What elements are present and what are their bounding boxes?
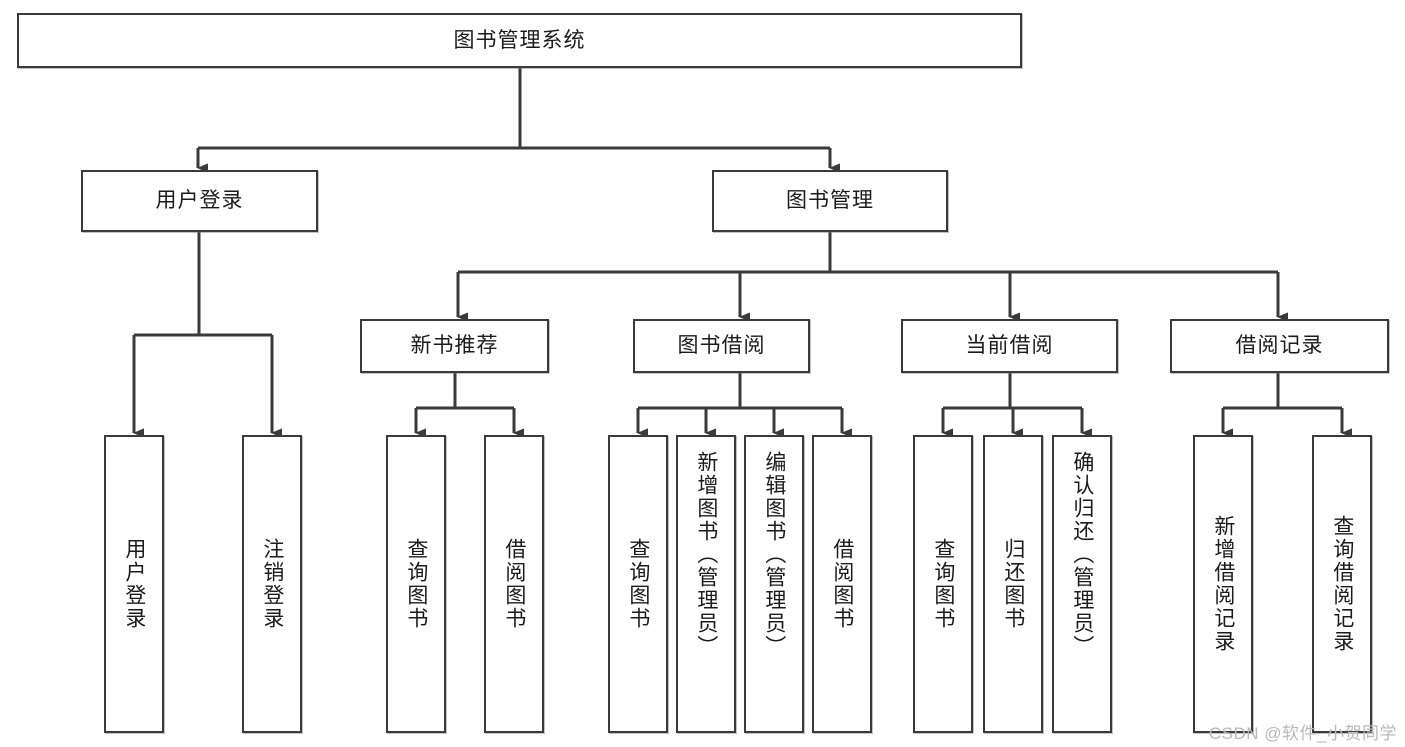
node-borrow-records[interactable]: 借阅记录 bbox=[1170, 319, 1389, 373]
node-leaf-record-add-label: 新增借阅记录 bbox=[1211, 515, 1235, 653]
node-leaf-record-query[interactable]: 查询借阅记录 bbox=[1312, 435, 1372, 733]
node-book-management-label: 图书管理 bbox=[786, 189, 874, 213]
node-book-borrow[interactable]: 图书借阅 bbox=[633, 319, 810, 373]
node-leaf-record-query-label: 查询借阅记录 bbox=[1330, 515, 1354, 653]
node-leaf-borrow-query[interactable]: 查询图书 bbox=[608, 435, 668, 733]
node-leaf-current-query-label: 查询图书 bbox=[931, 538, 955, 630]
node-leaf-current-confirm-label: 确认归还（管理员） bbox=[1070, 451, 1094, 658]
node-leaf-current-confirm[interactable]: 确认归还（管理员） bbox=[1052, 435, 1112, 733]
node-leaf-current-query[interactable]: 查询图书 bbox=[913, 435, 973, 733]
node-leaf-borrow-lend[interactable]: 借阅图书 bbox=[812, 435, 872, 733]
node-new-book-recommend-label: 新书推荐 bbox=[410, 334, 499, 358]
node-root-label: 图书管理系统 bbox=[453, 28, 586, 52]
node-leaf-user-login-label: 用户登录 bbox=[122, 538, 146, 630]
node-current-borrow[interactable]: 当前借阅 bbox=[901, 319, 1118, 373]
node-leaf-borrow-add-label: 新增图书（管理员） bbox=[694, 451, 718, 658]
node-leaf-borrow-lend-label: 借阅图书 bbox=[830, 538, 854, 630]
node-new-book-recommend[interactable]: 新书推荐 bbox=[360, 319, 549, 373]
node-book-borrow-label: 图书借阅 bbox=[677, 334, 766, 358]
node-leaf-record-add[interactable]: 新增借阅记录 bbox=[1193, 435, 1253, 733]
node-leaf-borrow-add[interactable]: 新增图书（管理员） bbox=[676, 435, 736, 733]
node-leaf-recommend-borrow-label: 借阅图书 bbox=[502, 538, 526, 630]
csdn-watermark: CSDN @软件_小贺同学 bbox=[1208, 724, 1397, 743]
node-leaf-recommend-query[interactable]: 查询图书 bbox=[386, 435, 446, 733]
node-leaf-recommend-query-label: 查询图书 bbox=[404, 538, 428, 630]
node-user-login[interactable]: 用户登录 bbox=[81, 170, 318, 232]
node-leaf-borrow-edit[interactable]: 编辑图书（管理员） bbox=[744, 435, 804, 733]
node-leaf-current-return-label: 归还图书 bbox=[1001, 538, 1025, 630]
node-leaf-current-return[interactable]: 归还图书 bbox=[983, 435, 1043, 733]
node-book-management[interactable]: 图书管理 bbox=[712, 170, 948, 232]
node-leaf-user-logout-label: 注销登录 bbox=[260, 538, 284, 630]
node-leaf-borrow-query-label: 查询图书 bbox=[626, 538, 650, 630]
node-borrow-records-label: 借阅记录 bbox=[1235, 334, 1324, 358]
node-root[interactable]: 图书管理系统 bbox=[17, 13, 1022, 68]
node-leaf-borrow-edit-label: 编辑图书（管理员） bbox=[762, 451, 786, 658]
node-leaf-user-login[interactable]: 用户登录 bbox=[104, 435, 164, 733]
node-leaf-user-logout[interactable]: 注销登录 bbox=[242, 435, 302, 733]
node-user-login-label: 用户登录 bbox=[155, 189, 244, 213]
node-leaf-recommend-borrow[interactable]: 借阅图书 bbox=[484, 435, 544, 733]
node-current-borrow-label: 当前借阅 bbox=[965, 334, 1054, 358]
